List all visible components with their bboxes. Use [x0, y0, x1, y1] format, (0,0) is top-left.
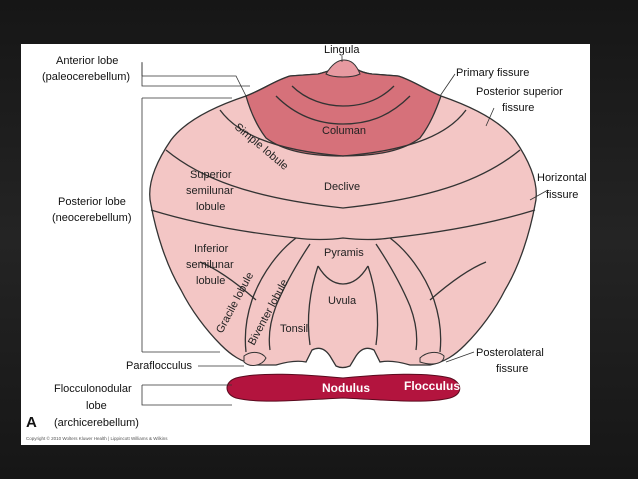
flocculonodular-lobe: [226, 373, 461, 402]
right-inferior-fissure: [429, 261, 487, 301]
biventer-fissure-left: [244, 237, 297, 353]
label-paraflocculus: Paraflocculus: [126, 360, 193, 372]
label-declive: Declive: [324, 181, 360, 193]
label-columan: Columan: [322, 125, 366, 137]
posterior-superior-fissure-line: [165, 149, 521, 209]
copyright-text: Copyright © 2010 Wolters Kluwer Health |…: [26, 435, 168, 441]
uvula-right-line: [367, 265, 379, 346]
posterior-superior-leader: [485, 107, 495, 127]
label-lobule-sup: lobule: [196, 201, 225, 213]
tonsil-fissure-left: [268, 243, 311, 351]
label-fissure-ps: fissure: [502, 102, 534, 114]
label-lobe: lobe: [86, 400, 107, 412]
gracile-fissure: [199, 261, 257, 301]
label-uvula: Uvula: [328, 295, 357, 307]
pyramis-uvula-fissure: [317, 265, 369, 285]
biventer-fissure-right: [389, 237, 442, 353]
label-tonsil: Tonsil: [280, 323, 308, 335]
label-semilunar-inf: semilunar: [186, 259, 234, 271]
posterolateral-leader: [445, 351, 475, 363]
horizontal-fissure-line: [150, 209, 536, 241]
primary-fissure-leader: [439, 73, 456, 97]
label-inferior: Inferior: [194, 243, 229, 255]
anterior-lobe-leader-2: [142, 75, 247, 97]
horizontal-fissure-leader: [529, 189, 549, 201]
label-posterior-superior: Posterior superior: [476, 86, 563, 98]
flocculonodular-bracket: [141, 385, 232, 406]
label-flocculonodular: Flocculonodular: [54, 383, 132, 395]
label-semilunar-sup: semilunar: [186, 185, 234, 197]
label-posterolateral: Posterolateral: [476, 347, 544, 359]
uvula-left-line: [307, 265, 319, 346]
label-lingula: Lingula: [324, 44, 360, 56]
label-flocculus: Flocculus: [404, 379, 460, 393]
label-fissure-h: fissure: [546, 189, 578, 201]
label-primary-fissure: Primary fissure: [456, 67, 529, 79]
label-anterior-lobe: Anterior lobe: [56, 55, 118, 67]
label-paleocerebellum: (paleocerebellum): [42, 71, 130, 83]
columan-fissure-1: [291, 85, 395, 107]
label-lobule-inf: lobule: [196, 275, 225, 287]
label-posterior-lobe: Posterior lobe: [58, 196, 126, 208]
columan-fissure-2: [275, 95, 411, 125]
paraflocculus-right: [419, 351, 445, 365]
label-superior: Superior: [190, 169, 232, 181]
paraflocculus-left: [243, 351, 267, 366]
primary-fissure-line: [219, 109, 467, 157]
label-neocerebellum: (neocerebellum): [52, 212, 131, 224]
label-archicerebellum: (archicerebellum): [54, 417, 139, 429]
label-fissure-pl: fissure: [496, 363, 528, 375]
anterior-lobe-bracket: [141, 63, 250, 87]
lingula-lobe: [325, 59, 361, 78]
label-pyramis: Pyramis: [324, 247, 364, 259]
label-horizontal: Horizontal: [537, 172, 587, 184]
tonsil-fissure-right: [375, 243, 418, 351]
figure-letter: A: [26, 414, 37, 431]
label-nodulus: Nodulus: [322, 381, 370, 395]
